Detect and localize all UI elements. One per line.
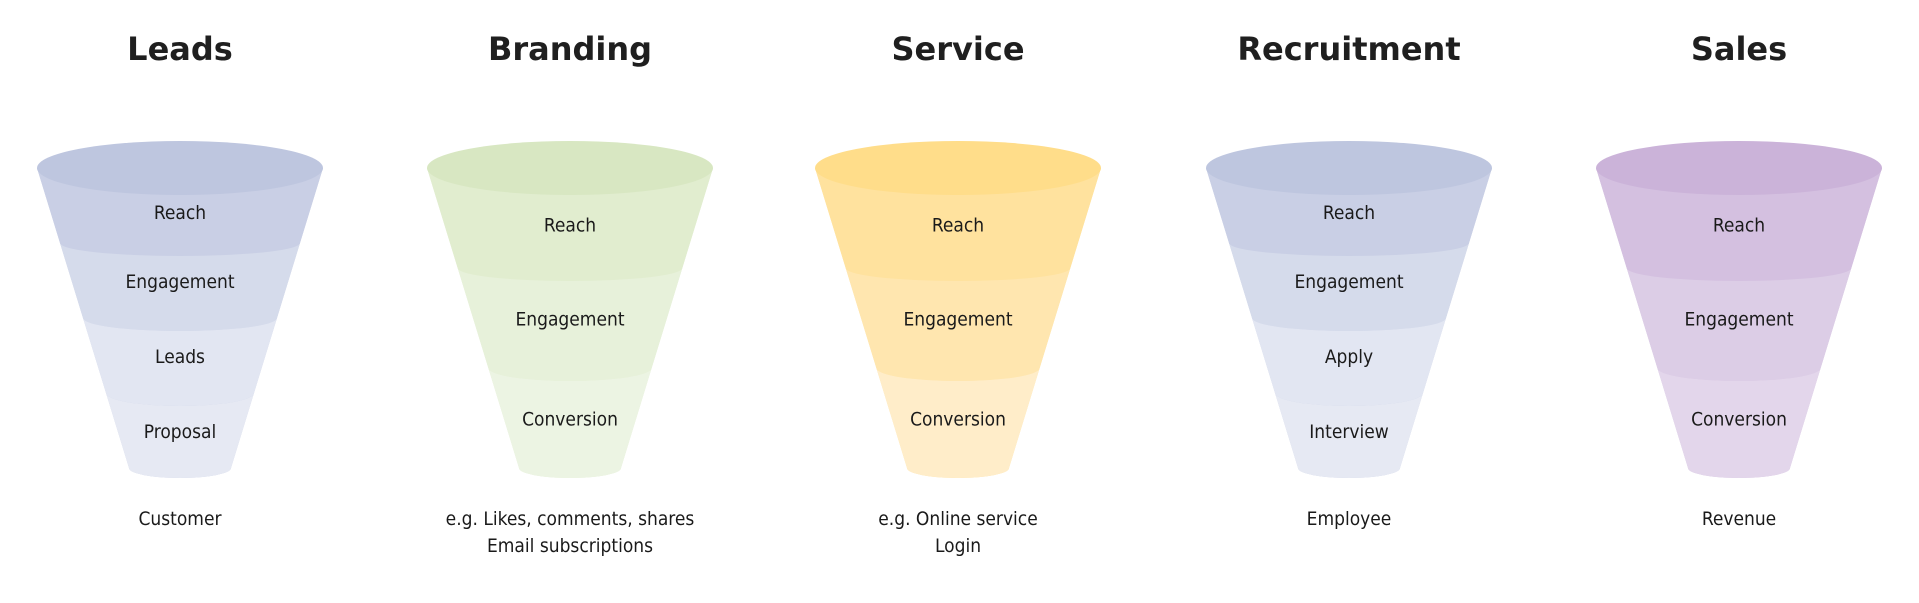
funnel-outcome-line: Login (934, 535, 982, 557)
funnel-outcome-line: Email subscriptions (486, 535, 654, 557)
funnel-title: Service (891, 30, 1025, 68)
funnel-outcome: Employee (1189, 506, 1509, 533)
funnel-rim (1596, 141, 1882, 195)
funnel-stage-label: Reach (154, 202, 206, 224)
funnel-outcome-line: e.g. Online service (878, 508, 1038, 530)
funnel-rim (427, 141, 713, 195)
funnel-stage-band (815, 168, 1101, 281)
funnel-outcome-line: Customer (138, 508, 222, 530)
funnel-stage-label: Engagement (903, 309, 1012, 331)
funnel-stage-label: Conversion (910, 409, 1006, 431)
funnel-outcome: Customer (20, 506, 340, 533)
funnel-rim (1206, 141, 1492, 195)
funnel-stage-band (427, 168, 713, 281)
funnel-stage-band (1596, 168, 1882, 281)
funnel-outcome: Revenue (1579, 506, 1899, 533)
funnel-rim (37, 141, 323, 195)
funnel-outcome-line: e.g. Likes, comments, shares (445, 508, 695, 530)
funnel-stage-label: Reach (1713, 215, 1765, 237)
funnel-stage-label: Apply (1325, 346, 1373, 368)
funnel-stage-label: Engagement (1684, 309, 1793, 331)
funnel-stage-band (1626, 268, 1852, 381)
funnel-stage-label: Reach (932, 215, 984, 237)
funnel-stage-band (457, 268, 683, 381)
funnel-stage-label: Engagement (125, 271, 234, 293)
funnel-stage-band (60, 243, 300, 331)
funnel-title: Recruitment (1237, 30, 1461, 68)
funnel-stage-band (83, 318, 277, 406)
funnel-outcome: e.g. Online service Login (798, 506, 1118, 560)
funnel-title: Leads (127, 30, 233, 68)
funnel-stage-label: Interview (1309, 421, 1388, 443)
funnel-outcome-line: Employee (1306, 508, 1392, 530)
funnel-title: Sales (1690, 30, 1788, 68)
funnel-stage-label: Reach (544, 215, 596, 237)
funnel-stage-band (1275, 393, 1423, 478)
funnel-stage-band (488, 368, 652, 478)
funnel-stage-band (876, 368, 1040, 478)
funnel-stage-label: Leads (155, 346, 205, 368)
funnel-title: Branding (487, 30, 653, 68)
funnel-stage-label: Engagement (515, 309, 624, 331)
funnel-stage-band (106, 393, 254, 478)
funnel-stage-band (845, 268, 1071, 381)
funnel-outcome-line: Revenue (1701, 508, 1777, 530)
funnel-stage-label: Engagement (1294, 271, 1403, 293)
funnel-stage-band (1252, 318, 1446, 406)
funnel-stage-label: Conversion (522, 409, 618, 431)
funnel-stage-label: Conversion (1691, 409, 1787, 431)
funnel-stage-label: Proposal (144, 421, 216, 443)
funnel-rim (815, 141, 1101, 195)
funnel-stage-label: Reach (1323, 202, 1375, 224)
funnel-outcome: e.g. Likes, comments, shares Email subsc… (410, 506, 730, 560)
funnel-stage-band (1657, 368, 1821, 478)
funnel-stage-band (1229, 243, 1469, 331)
